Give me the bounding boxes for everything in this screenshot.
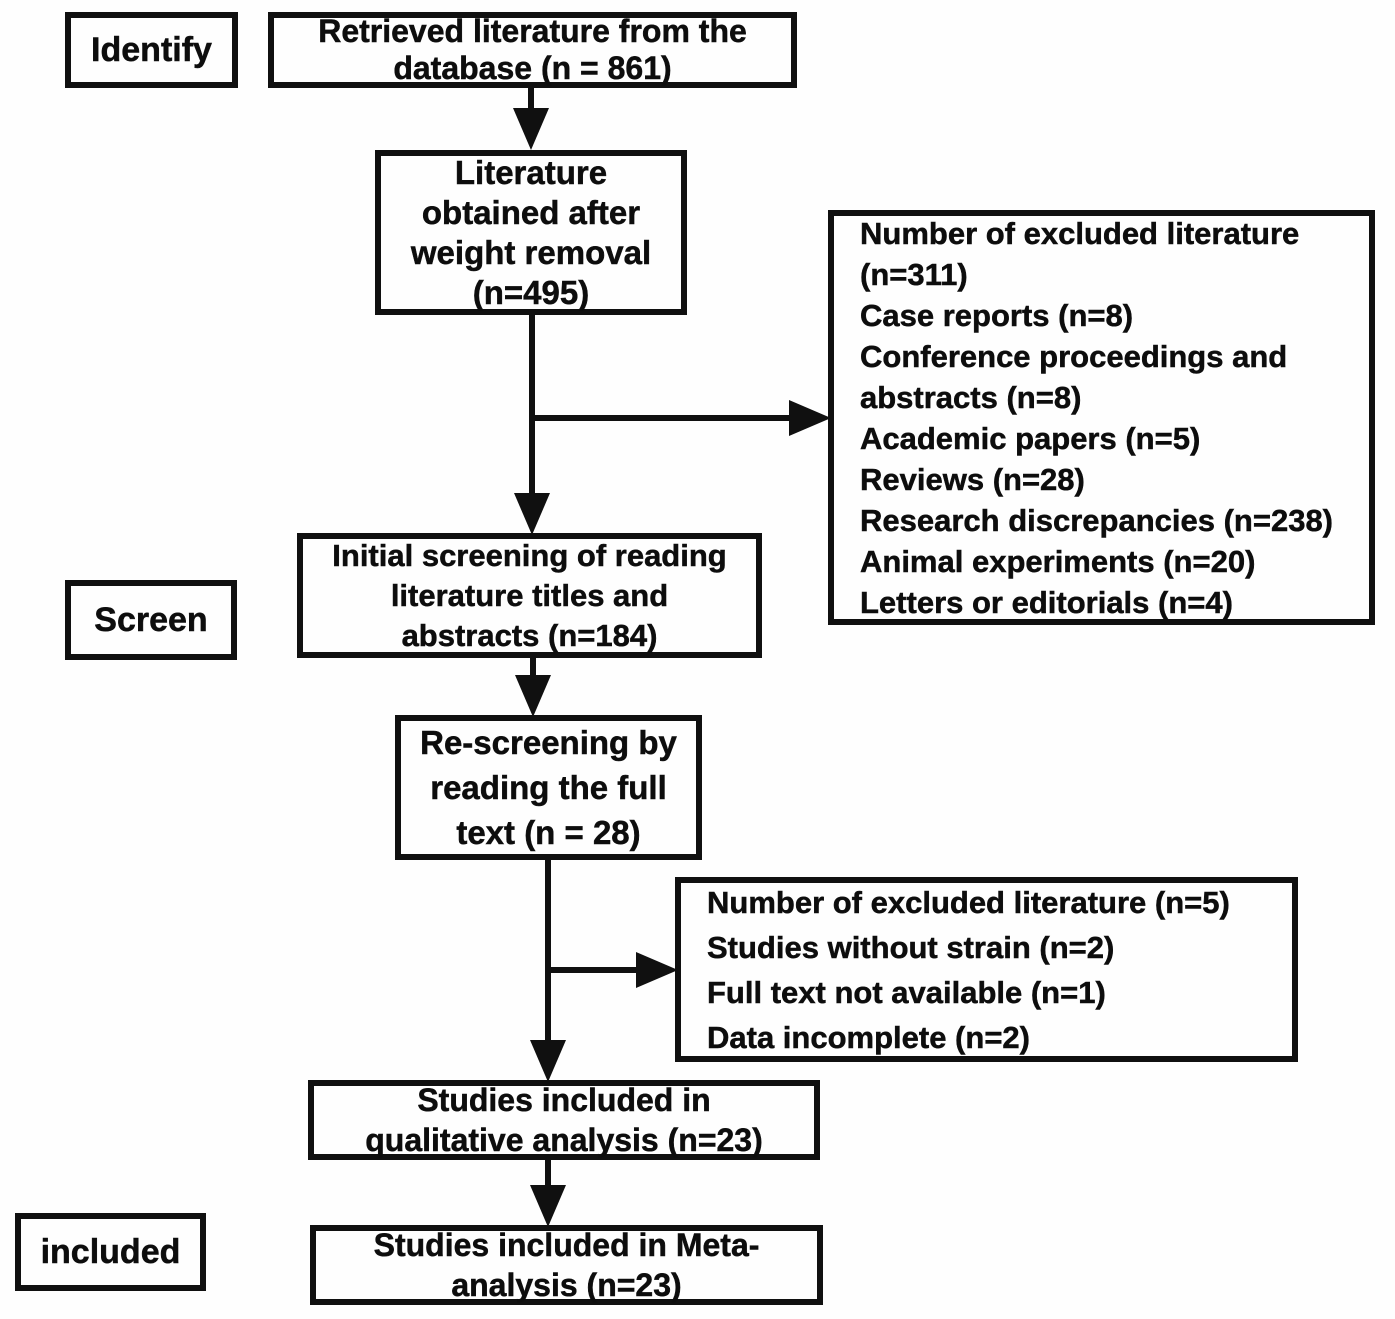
- stage-label-included: included: [40, 1232, 181, 1271]
- arrowhead-down-icon: [530, 1040, 566, 1082]
- node-rescreening-full-text: Re-screening by reading the full text (n =…: [395, 715, 702, 860]
- node-meta-analysis: Studies included in Meta-analysis (n=23): [310, 1225, 823, 1305]
- node-text-line: Case reports (n=8): [860, 297, 1134, 333]
- stage-label-screen: Screen: [94, 600, 208, 639]
- arrow-line: [545, 1158, 551, 1188]
- node-text-line: text (n = 28): [456, 814, 641, 852]
- node-text-line: Studies included in: [417, 1082, 711, 1119]
- arrow-line: [528, 86, 534, 114]
- node-text-line: obtained after: [421, 193, 641, 231]
- arrowhead-right-icon: [636, 952, 678, 988]
- stage-box-included: included: [15, 1213, 206, 1291]
- stage-box-screen: Screen: [65, 580, 237, 660]
- branch-line-to-exclusions: [529, 415, 791, 421]
- node-text-line: reading the full: [430, 769, 667, 807]
- node-text-line: Research discrepancies (n=238): [860, 502, 1334, 538]
- node-text-line: Literature: [454, 153, 608, 191]
- node-excluded-full-text: Number of excluded literature (n=5) Studi…: [675, 877, 1298, 1062]
- node-text-line: Academic papers (n=5): [860, 420, 1201, 456]
- node-text-line: abstracts (n=184): [401, 617, 658, 653]
- node-text-line: Number of excluded literature: [860, 215, 1300, 251]
- arrowhead-right-icon: [789, 400, 831, 436]
- node-initial-screening: Initial screening of reading literature t…: [297, 533, 762, 658]
- node-text-line: (n=311): [860, 256, 968, 292]
- node-excluded-initial-screening: Number of excluded literature (n=311) Case…: [828, 210, 1375, 625]
- node-text-line: analysis (n=23): [451, 1267, 682, 1304]
- node-text-line: abstracts (n=8): [860, 379, 1082, 415]
- arrowhead-down-icon: [530, 1185, 566, 1227]
- arrow-line: [529, 313, 535, 495]
- node-text-line: Full text not available (n=1): [707, 974, 1106, 1010]
- node-text-line: literature titles and: [390, 577, 669, 613]
- node-text-line: Studies included in Meta-: [373, 1227, 760, 1264]
- branch-line-to-exclusions: [545, 967, 638, 973]
- node-text-line: database (n = 861): [393, 50, 672, 87]
- node-text-line: Studies without strain (n=2): [707, 929, 1115, 965]
- node-text-line: Letters or editorials (n=4): [860, 584, 1233, 620]
- arrowhead-down-icon: [515, 675, 551, 717]
- node-text-line: Re-screening by: [420, 724, 677, 762]
- stage-label-identify: Identify: [91, 30, 212, 69]
- node-text-line: Animal experiments (n=20): [860, 543, 1256, 579]
- arrow-line: [545, 858, 551, 1042]
- node-text-line: Reviews (n=28): [860, 461, 1085, 497]
- arrowhead-down-icon: [514, 493, 550, 535]
- node-text-line: Initial screening of reading: [332, 537, 727, 573]
- node-text-line: Conference proceedings and: [860, 338, 1288, 374]
- node-text-line: weight removal: [410, 233, 652, 271]
- node-text-line: Number of excluded literature (n=5): [707, 884, 1230, 920]
- stage-box-identify: Identify: [65, 12, 238, 88]
- arrowhead-down-icon: [513, 108, 549, 150]
- node-text-line: Data incomplete (n=2): [707, 1019, 1031, 1055]
- node-text-line: qualitative analysis (n=23): [365, 1122, 763, 1159]
- arrow-line: [530, 656, 536, 680]
- node-text-line: Retrieved literature from the: [318, 13, 747, 50]
- node-text-line: (n=495): [472, 273, 590, 311]
